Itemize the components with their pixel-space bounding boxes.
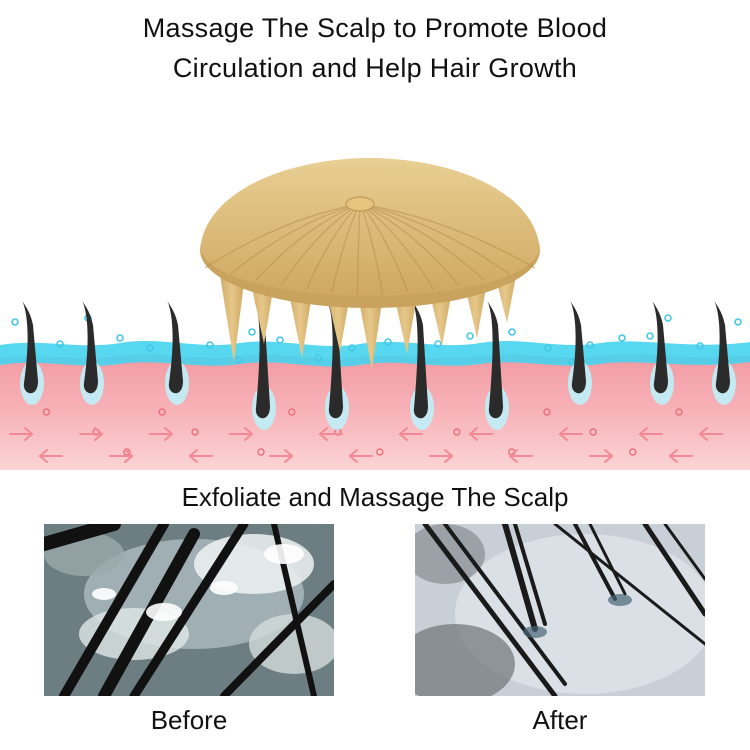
circulation-arrow: [508, 449, 533, 463]
circulation-arrow: [9, 427, 34, 441]
circulation-arrow: [468, 427, 493, 441]
circulation-arrow: [558, 427, 583, 441]
before-microscope-photo: [44, 524, 334, 696]
circulation-arrow: [269, 449, 294, 463]
circulation-arrow: [429, 449, 454, 463]
headline: Massage The Scalp to Promote Blood Circu…: [0, 8, 750, 88]
hair-follicle: [165, 300, 189, 405]
circulation-arrow: [188, 449, 213, 463]
hair-follicle: [712, 300, 736, 405]
circulation-arrow: [589, 449, 614, 463]
circulation-arrow: [668, 449, 693, 463]
scalp-massage-illustration: [0, 158, 750, 470]
circulation-arrow: [149, 427, 174, 441]
hair-follicle: [650, 300, 674, 405]
scalp-massager-brush: [200, 158, 540, 370]
hair-follicle: [252, 300, 276, 430]
skin-layer: [0, 354, 750, 470]
headline-line-2: Circulation and Help Hair Growth: [172, 53, 578, 83]
section-subheadline: Exfoliate and Massage The Scalp: [181, 482, 569, 512]
hair-follicles: [20, 300, 736, 430]
after-microscope-photo: [415, 524, 705, 696]
hair-follicle: [485, 300, 509, 430]
headline-line-1: Massage The Scalp to Promote Blood: [142, 13, 608, 43]
after-label: After: [532, 705, 588, 735]
circulation-arrow: [638, 427, 663, 441]
hair-follicle: [80, 300, 104, 405]
circulation-arrow: [79, 427, 104, 441]
circulation-arrow: [109, 449, 134, 463]
hair-follicle: [568, 300, 592, 405]
circulation-arrow: [398, 427, 423, 441]
circulation-arrow: [38, 449, 63, 463]
hair-follicle: [325, 300, 349, 430]
water-layer: [0, 340, 750, 367]
circulation-arrow: [698, 427, 723, 441]
hair-follicle: [20, 300, 44, 405]
hair-follicle: [410, 300, 434, 430]
circulation-arrow: [229, 427, 254, 441]
circulation-arrow: [318, 427, 343, 441]
circulation-arrow: [348, 449, 373, 463]
before-label: Before: [150, 705, 228, 735]
circulation-arrows: [9, 427, 723, 463]
